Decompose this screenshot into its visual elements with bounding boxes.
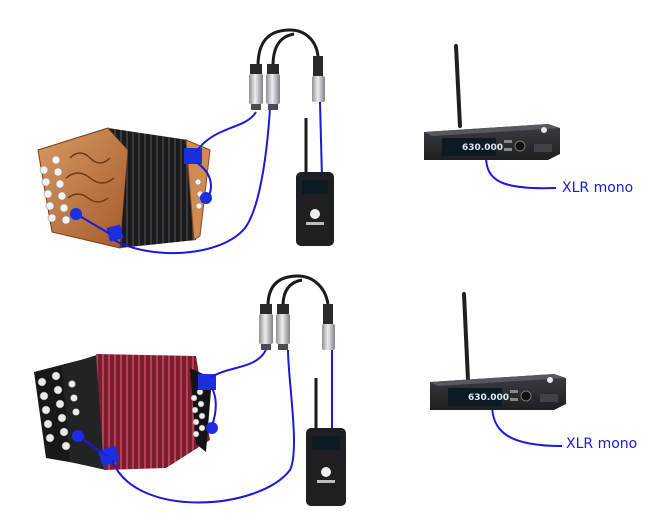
- wireless-receiver: 630.000: [424, 44, 560, 160]
- xlr-connector-icon: [259, 304, 273, 350]
- mini-mic-capsule: [70, 208, 82, 220]
- output-label-xlr-mono: XLR mono: [566, 436, 638, 452]
- receiver-display-text: 630.000: [468, 393, 509, 403]
- mini-mic-capsule: [206, 422, 218, 434]
- microphone-clip-icon: [184, 148, 202, 164]
- setup-1: 630.000: [37, 28, 560, 255]
- chromatic-accordion: [34, 354, 212, 470]
- mini-xlr-connector-icon: [322, 304, 335, 350]
- microphone-clip-icon: [106, 224, 124, 242]
- receiver-display-text: 630.000: [462, 143, 503, 153]
- wireless-receiver: 630.000: [430, 292, 566, 410]
- bodypack-transmitter: [296, 118, 334, 246]
- setup-2: 630.000: [34, 274, 566, 506]
- mini-xlr-connector-icon: [312, 56, 325, 102]
- xlr-connector-icon: [249, 64, 263, 110]
- bodypack-transmitter: [306, 378, 346, 506]
- xlr-connector-icon: [266, 64, 280, 110]
- xlr-connector-icon: [276, 304, 290, 350]
- antenna-icon: [454, 44, 462, 128]
- output-label-xlr-mono: XLR mono: [562, 180, 634, 196]
- diatonic-accordion: [37, 127, 211, 249]
- antenna-icon: [462, 292, 470, 382]
- mini-mic-capsule: [72, 430, 84, 442]
- microphone-clip-icon: [97, 445, 121, 467]
- mini-mic-capsule: [200, 192, 212, 204]
